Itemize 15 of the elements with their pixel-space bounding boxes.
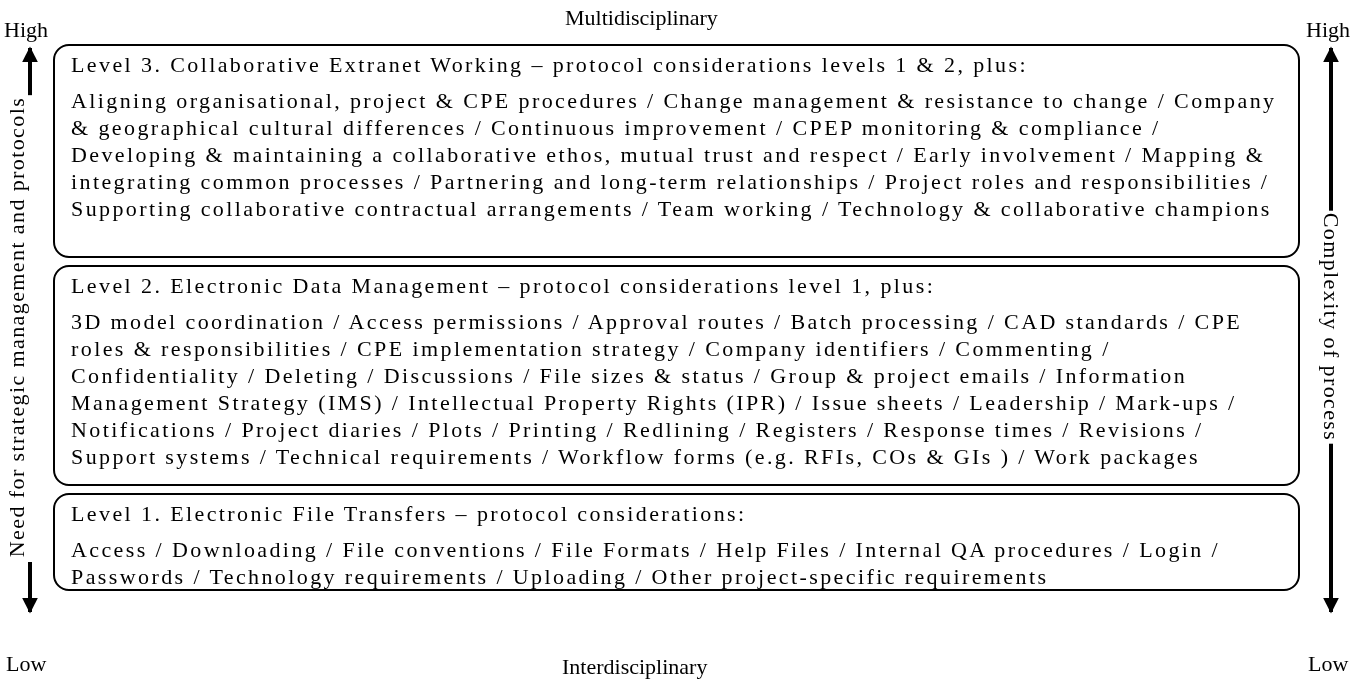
level-description: 3D model coordination / Access permissions / Approval routes / Batch processing / CAD standards / CPE roles & responsibilities / CPE implementation strategy / Company identifiers / Commenting / Confidentiality / Deleting / Discussions / File sizes & status / Group & project emails / Information Management Strategy (IMS) / Intellectual Property Rights (IPR) / Issue sheets / Leadership / Mark-ups / Notifications / Project diaries / Plots / Printing / Redlining / Registers / Response times / Revisions / Support systems / Technical requirements / Workflow forms (e.g. RFIs, COs & GIs ) / Work packages [71,308,1244,470]
axis-label: Interdisciplinary [562,655,708,679]
axis-label: High [1306,18,1350,42]
level-box [53,493,1300,591]
axis-label: High [4,18,48,42]
axis-label: Low [1308,652,1349,676]
level-heading: Level 2. Electronic Data Management – protocol considerations level 1, plus: [71,273,937,299]
level-description: Access / Downloading / File conventions / File Formats / Help Files / Internal QA procedures / Login / Passwords / Technology requirements / Uploading / Other project-specific requirements [71,536,1222,590]
level-heading: Level 1. Electronic File Transfers – protocol considerations: [71,501,748,527]
axis-label: Low [6,652,47,676]
axis-label: Multidisciplinary [565,6,718,30]
level-box [53,265,1300,486]
level-description: Aligning organisational, project & CPE procedures / Change management & resistance to change / Company & geographical cultural differences / Continuous improvement / CPEP monitoring & compliance / Developing & maintaining a collaborative ethos, mutual trust and respect / Early involvement / Mapping & integrating common processes / Partnering and long-term relationships / Project roles and responsibilities / Supporting collaborative contractual arrangements / Team working / Technology & collaborative champions [71,87,1278,222]
level-heading: Level 3. Collaborative Extranet Working – protocol considerations levels 1 & 2, plus: [71,52,1029,78]
level-box [53,44,1300,258]
